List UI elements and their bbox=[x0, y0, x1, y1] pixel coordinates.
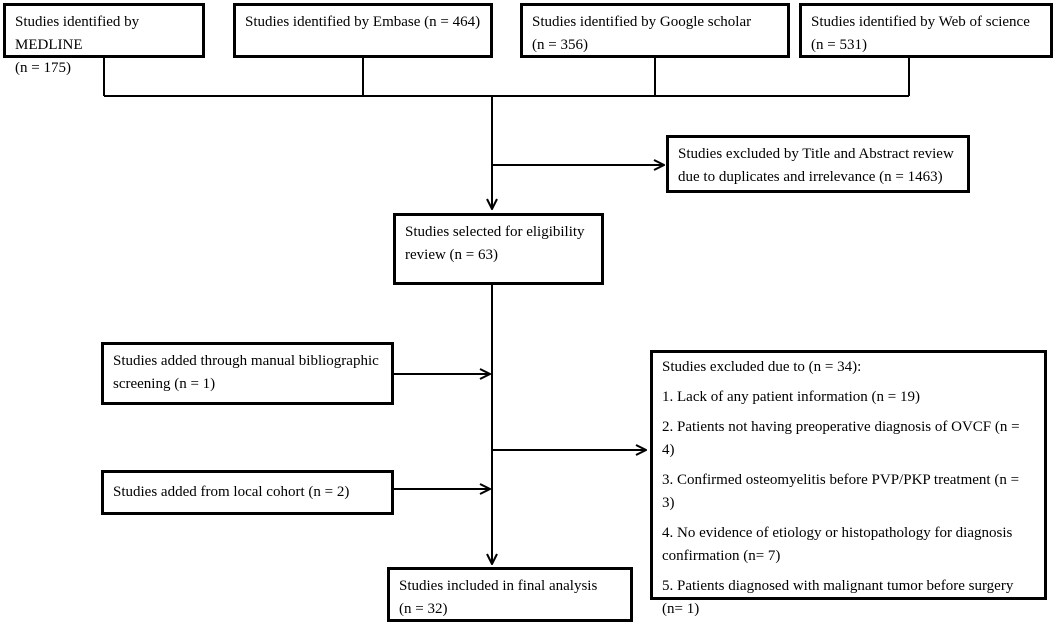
source-medline-title: Studies identified by MEDLINE bbox=[15, 14, 140, 53]
manual-screening-box: Studies added through manual bibliograph… bbox=[101, 342, 394, 405]
source-medline-count: (n = 175) bbox=[15, 60, 71, 76]
excluded-title-abstract-box: Studies excluded by Title and Abstract r… bbox=[666, 135, 970, 193]
source-box-medline: Studies identified by MEDLINE (n = 175) bbox=[3, 3, 205, 76]
exclusion-reason-5: 5. Patients diagnosed with malignant tum… bbox=[662, 578, 1014, 617]
local-cohort-text: Studies added from local cohort (n = 2) bbox=[113, 484, 350, 500]
source-box-embase: Studies identified by Embase (n = 464) bbox=[233, 3, 493, 58]
source-web-of-science-count: (n = 531) bbox=[811, 37, 867, 53]
eligibility-box: Studies selected for eligibility review … bbox=[393, 213, 604, 285]
eligibility-line1: Studies selected for eligibility bbox=[405, 224, 585, 240]
excluded-title-abstract-line2: due to duplicates and irrelevance (n = 1… bbox=[678, 169, 943, 185]
manual-screening-line2: screening (n = 1) bbox=[113, 376, 216, 392]
excluded-title-abstract-line1: Studies excluded by Title and Abstract r… bbox=[678, 146, 954, 162]
final-analysis-line1: Studies included in final analysis bbox=[399, 578, 598, 594]
excluded-full-text-title: Studies excluded due to (n = 34): bbox=[662, 359, 862, 375]
source-web-of-science-title: Studies identified by Web of science bbox=[811, 14, 1030, 30]
source-google-scholar-count: (n = 356) bbox=[532, 37, 588, 53]
final-analysis-line2: (n = 32) bbox=[399, 601, 448, 617]
exclusion-reason-2: 2. Patients not having preoperative diag… bbox=[662, 419, 1020, 458]
exclusion-reason-1: 1. Lack of any patient information (n = … bbox=[662, 389, 920, 405]
manual-screening-line1: Studies added through manual bibliograph… bbox=[113, 353, 379, 369]
exclusion-reason-3: 3. Confirmed osteomyelitis before PVP/PK… bbox=[662, 472, 1020, 511]
source-box-google-scholar: Studies identified by Google scholar (n … bbox=[520, 3, 790, 58]
exclusion-reason-4: 4. No evidence of etiology or histopatho… bbox=[662, 525, 1013, 564]
eligibility-line2: review (n = 63) bbox=[405, 247, 499, 263]
source-box-web-of-science: Studies identified by Web of science (n … bbox=[799, 3, 1053, 58]
local-cohort-box: Studies added from local cohort (n = 2) bbox=[101, 470, 394, 515]
source-google-scholar-title: Studies identified by Google scholar bbox=[532, 14, 752, 30]
excluded-full-text-box: Studies excluded due to (n = 34): 1. Lac… bbox=[650, 350, 1047, 617]
source-embase-title: Studies identified by Embase (n = 464) bbox=[245, 14, 481, 30]
final-analysis-box: Studies included in final analysis (n = … bbox=[387, 567, 633, 622]
